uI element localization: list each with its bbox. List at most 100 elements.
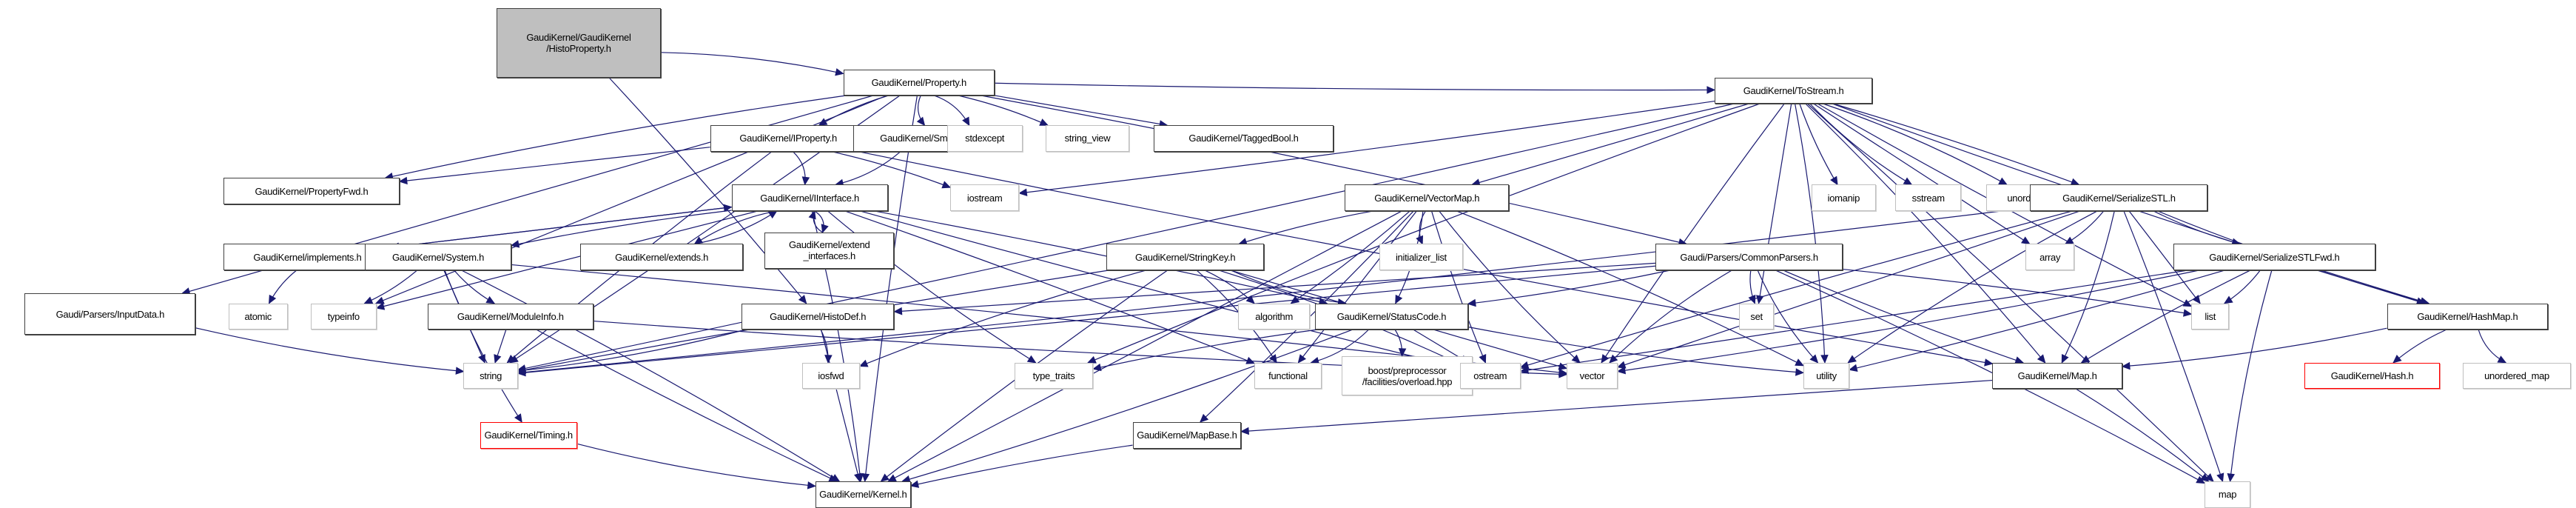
- arrowhead-icon: [962, 116, 970, 127]
- edge-property-to-iproperty: [818, 95, 889, 126]
- arrowhead-icon: [1848, 364, 1858, 372]
- arrowhead-icon: [1795, 368, 1805, 376]
- node-histo-def[interactable]: GaudiKernel/HistoDef.h: [741, 303, 895, 330]
- arrowhead-icon: [2216, 472, 2224, 483]
- arrowhead-icon: [1092, 363, 1102, 372]
- edge-to-stream-to-utility: [1795, 104, 1826, 363]
- arrowhead-icon: [2182, 299, 2193, 307]
- node-type-traits: type_traits: [1014, 362, 1094, 390]
- node-map[interactable]: GaudiKernel/Map.h: [1992, 362, 2122, 390]
- arrowhead-icon: [363, 296, 374, 304]
- arrowhead-icon: [1795, 358, 1805, 367]
- edge-vector-map-to-utility: [1456, 210, 1804, 367]
- arrowhead-icon: [375, 302, 386, 310]
- edge-system-to-typeinfo: [364, 270, 418, 304]
- node-string: string: [463, 362, 518, 390]
- node-serialize-stlfwd[interactable]: GaudiKernel/SerializeSTLFwd.h: [2173, 244, 2375, 271]
- node-histo-property[interactable]: GaudiKernel/GaudiKernel /HistoProperty.h: [496, 8, 662, 78]
- arrowhead-icon: [510, 240, 520, 248]
- node-functional: functional: [1254, 362, 1322, 390]
- arrowhead-icon: [1200, 413, 1209, 423]
- node-tagged-bool[interactable]: GaudiKernel/TaggedBool.h: [1154, 125, 1334, 152]
- arrowhead-icon: [1984, 358, 1994, 367]
- node-module-info[interactable]: GaudiKernel/ModuleInfo.h: [427, 303, 593, 330]
- node-iproperty[interactable]: GaudiKernel/IProperty.h: [710, 125, 867, 152]
- arrowhead-icon: [2021, 236, 2031, 245]
- edge-serialize-stl-to-vector: [1617, 210, 2080, 368]
- edge-to-stream-to-vector: [1601, 103, 1785, 364]
- arrowhead-icon: [1519, 361, 1530, 369]
- node-extends[interactable]: GaudiKernel/extends.h: [580, 244, 744, 271]
- edge-vector-map-to-kernel: [887, 210, 1402, 482]
- node-string-key[interactable]: GaudiKernel/StringKey.h: [1106, 244, 1265, 271]
- edge-serialize-stlfwd-to-map: [2229, 270, 2273, 482]
- arrowhead-icon: [2192, 295, 2201, 304]
- edge-iinterface-to-typeinfo: [376, 210, 759, 309]
- arrowhead-icon: [2037, 354, 2046, 364]
- node-map-base[interactable]: GaudiKernel/MapBase.h: [1132, 421, 1242, 449]
- arrowhead-icon: [1809, 354, 1819, 364]
- arrowhead-icon: [1998, 177, 2008, 185]
- node-iinterface[interactable]: GaudiKernel/IInterface.h: [731, 184, 888, 211]
- edge-string-key-to-status-code: [1231, 270, 1346, 304]
- node-set: set: [1739, 303, 1774, 330]
- edge-to-stream-to-map: [1805, 103, 2046, 364]
- node-serialize-stl[interactable]: GaudiKernel/SerializeSTL.h: [2030, 184, 2208, 211]
- node-timing[interactable]: GaudiKernel/Timing.h: [480, 421, 577, 449]
- edge-smart-if-to-iinterface: [835, 151, 901, 185]
- edge-serialize-stl-to-map: [2061, 210, 2115, 364]
- edge-property-to-to-stream: [994, 82, 1715, 91]
- arrowhead-icon: [506, 354, 516, 364]
- edge-serialize-stlfwd-to-hash-map: [2317, 270, 2425, 304]
- node-implements[interactable]: GaudiKernel/implements.h: [223, 244, 391, 271]
- node-array: array: [2025, 244, 2075, 271]
- arrowhead-icon: [517, 368, 526, 376]
- edge-common-parsers-to-map: [1775, 270, 2205, 484]
- edge-system-to-vector: [511, 264, 1567, 374]
- edge-to-stream-to-serialize-stl: [1833, 103, 2079, 185]
- node-iosfwd: iosfwd: [802, 362, 860, 390]
- node-iomanip: iomanip: [1812, 184, 1876, 211]
- edge-map-base-to-kernel: [910, 444, 1133, 487]
- node-property-fwd[interactable]: GaudiKernel/PropertyFwd.h: [223, 178, 400, 205]
- arrowhead-icon: [1297, 354, 1307, 364]
- node-property[interactable]: GaudiKernel/Property.h: [843, 69, 995, 96]
- node-hash[interactable]: GaudiKernel/Hash.h: [2304, 362, 2440, 390]
- arrowhead-icon: [854, 472, 862, 483]
- edge-common-parsers-to-utility: [1757, 270, 1818, 364]
- node-algorithm: algorithm: [1237, 303, 1311, 330]
- edge-status-code-to-kernel: [901, 329, 1353, 482]
- edge-serialize-stlfwd-to-map: [2081, 270, 2251, 364]
- arrowhead-icon: [1571, 354, 1581, 364]
- edge-map-to-map: [2076, 388, 2209, 482]
- arrowhead-icon: [1467, 298, 1476, 307]
- node-vector-map[interactable]: GaudiKernel/VectorMap.h: [1345, 184, 1510, 211]
- edge-histo-def-to-kernel: [821, 330, 861, 482]
- edge-serialize-stl-to-string: [517, 207, 2031, 374]
- edge-to-stream-to-array: [1813, 103, 2031, 244]
- node-input-data[interactable]: Gaudi/Parsers/InputData.h: [24, 293, 196, 335]
- node-vector: vector: [1567, 362, 1618, 390]
- node-to-stream[interactable]: GaudiKernel/ToStream.h: [1714, 77, 1873, 104]
- arrowhead-icon: [835, 68, 844, 76]
- edge-extends-to-iinterface: [694, 210, 777, 245]
- node-common-parsers[interactable]: Gaudi/Parsers/CommonParsers.h: [1655, 244, 1843, 271]
- edge-system-to-timing: [444, 270, 522, 423]
- node-kernel[interactable]: GaudiKernel/Kernel.h: [815, 481, 911, 508]
- arrowhead-icon: [455, 367, 465, 375]
- arrowhead-icon: [1558, 370, 1568, 378]
- arrowhead-icon: [2205, 472, 2214, 482]
- edge-serialize-stlfwd-to-vector: [1617, 270, 2199, 372]
- node-status-code[interactable]: GaudiKernel/StatusCode.h: [1315, 303, 1468, 330]
- edge-property-to-tagged-bool: [994, 95, 1168, 126]
- arrowhead-icon: [1268, 354, 1277, 364]
- node-hash-map[interactable]: GaudiKernel/HashMap.h: [2387, 303, 2549, 330]
- node-system[interactable]: GaudiKernel/System.h: [365, 244, 511, 271]
- arrowhead-icon: [1847, 355, 1857, 364]
- arrowhead-icon: [2223, 295, 2233, 304]
- edge-vector-map-to-vector: [1439, 210, 1581, 364]
- arrowhead-icon: [2183, 309, 2193, 317]
- arrowhead-icon: [398, 176, 408, 185]
- node-extend-interfaces[interactable]: GaudiKernel/extend _interfaces.h: [764, 232, 895, 269]
